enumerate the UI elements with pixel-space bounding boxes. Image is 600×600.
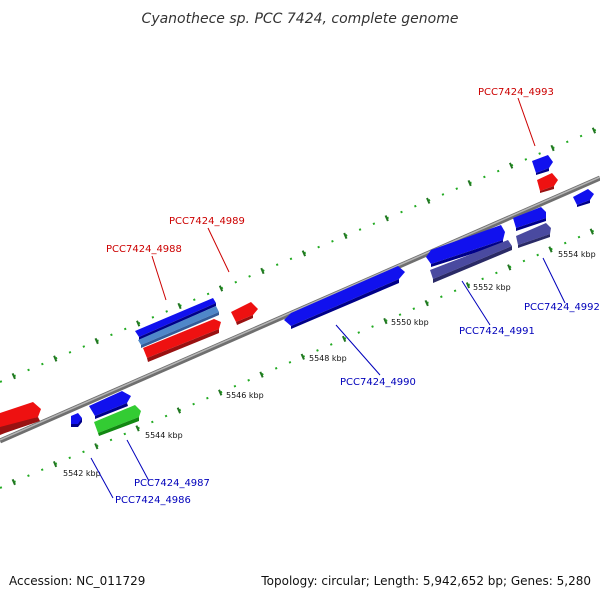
- gene-label[interactable]: PCC7424_4989: [169, 216, 245, 227]
- major-tick: [260, 267, 265, 275]
- major-tick: [591, 127, 597, 134]
- leader-line: [461, 280, 491, 326]
- leader-line: [207, 227, 230, 273]
- gene-arrow-PCC7424_4992[interactable]: [516, 223, 551, 248]
- major-ticks: [11, 127, 597, 486]
- leader-line: [542, 257, 566, 304]
- leader-line: [335, 324, 381, 376]
- major-tick: [426, 197, 431, 204]
- major-tick: [177, 302, 182, 310]
- major-tick: [94, 443, 99, 450]
- gene-label[interactable]: PCC7424_4993: [478, 87, 554, 98]
- major-tick: [53, 355, 58, 362]
- major-tick: [507, 264, 512, 271]
- leader-line: [517, 97, 536, 147]
- gene-arrow[interactable]: [135, 298, 216, 340]
- major-tick: [94, 337, 99, 345]
- gene-arrow[interactable]: [0, 402, 41, 435]
- major-tick: [136, 320, 141, 327]
- gene-arrow-PCC7424_4991[interactable]: [430, 240, 512, 283]
- gene-arrow[interactable]: [532, 155, 553, 175]
- gene-labels: PCC7424_4986 PCC7424_4987 PCC7424_4988 P…: [106, 87, 600, 506]
- major-tick: [465, 282, 471, 289]
- gene-arrow-PCC7424_4986[interactable]: [71, 413, 82, 427]
- major-tick: [218, 285, 224, 292]
- gene-label[interactable]: PCC7424_4986: [115, 495, 191, 506]
- gene-label[interactable]: PCC7424_4987: [134, 478, 210, 489]
- major-tick: [300, 353, 305, 360]
- gene-arrow-PCC7424_4988[interactable]: [143, 319, 221, 362]
- tick-label: 5552 kbp: [473, 283, 511, 292]
- major-tick: [384, 215, 389, 222]
- tick-label: 5546 kbp: [226, 391, 264, 400]
- major-tick: [218, 389, 223, 396]
- major-tick: [383, 317, 388, 325]
- gene-arrow[interactable]: [89, 391, 131, 419]
- major-tick: [176, 407, 182, 414]
- map-title: Cyanothece sp. PCC 7424, complete genome: [142, 11, 459, 27]
- gene-arrow-PCC7424_4989[interactable]: [231, 302, 258, 325]
- leader-line: [126, 439, 150, 482]
- accession-text: Accession: NC_011729: [9, 574, 145, 588]
- major-tick: [467, 180, 472, 187]
- major-tick: [548, 246, 553, 253]
- leader-line: [90, 457, 114, 499]
- gene-arrow-PCC7424_4993[interactable]: [537, 173, 558, 193]
- gene-arrow[interactable]: [426, 225, 505, 267]
- major-tick: [11, 478, 16, 486]
- tick-labels: 5542 kbp 5544 kbp 5546 kbp 5548 kbp 5550…: [63, 250, 596, 478]
- gene-features: [0, 155, 594, 436]
- major-tick: [52, 461, 58, 468]
- tick-label: 5554 kbp: [558, 250, 596, 259]
- tick-label: 5544 kbp: [145, 431, 183, 440]
- major-tick: [11, 373, 16, 380]
- leader-line: [151, 255, 167, 301]
- major-tick: [341, 335, 347, 342]
- major-tick: [508, 162, 514, 169]
- gene-arrow[interactable]: [138, 306, 219, 348]
- gene-label[interactable]: PCC7424_4991: [459, 326, 535, 337]
- guide-track-outer: [0, 127, 600, 383]
- gene-arrow[interactable]: [573, 189, 594, 207]
- gene-arrow[interactable]: [513, 207, 546, 231]
- major-tick: [424, 300, 429, 307]
- major-tick: [135, 425, 140, 432]
- major-tick: [343, 232, 348, 239]
- gene-label[interactable]: PCC7424_4990: [340, 377, 416, 388]
- gene-arrow-PCC7424_4987[interactable]: [94, 405, 141, 436]
- major-tick: [589, 228, 594, 235]
- gene-arrow-PCC7424_4990[interactable]: [284, 266, 405, 329]
- tick-label: 5550 kbp: [391, 318, 429, 327]
- gene-label[interactable]: PCC7424_4992: [524, 302, 600, 313]
- label-leaders: [90, 97, 566, 499]
- gene-label[interactable]: PCC7424_4988: [106, 244, 182, 255]
- major-tick: [259, 371, 264, 378]
- major-tick: [550, 144, 555, 152]
- tick-label: 5542 kbp: [63, 469, 101, 478]
- tick-label: 5548 kbp: [309, 354, 347, 363]
- genome-summary-text: Topology: circular; Length: 5,942,652 bp…: [260, 574, 591, 588]
- major-tick: [301, 250, 307, 257]
- genome-backbone: [0, 175, 600, 444]
